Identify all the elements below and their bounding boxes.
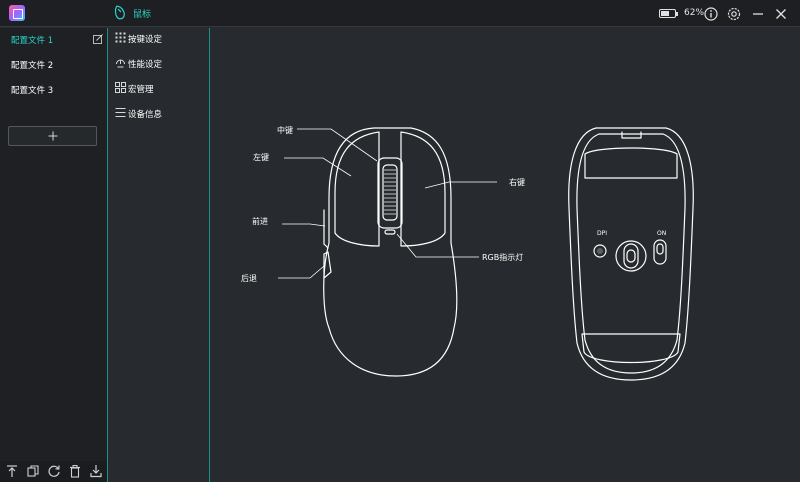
profile-toolbar <box>0 461 107 482</box>
callout-left-button: 左键 <box>253 153 269 162</box>
forward-side-button <box>323 209 329 249</box>
edit-icon[interactable] <box>93 34 103 44</box>
callout-back-button: 后退 <box>241 274 257 283</box>
import-icon[interactable] <box>89 464 103 478</box>
mouse-diagram <box>278 127 694 381</box>
export-icon[interactable] <box>5 464 19 478</box>
battery-percent: 62% <box>684 8 705 18</box>
menu-label: 设备信息 <box>128 110 163 120</box>
left-button-outline <box>334 131 380 247</box>
callout-right-button: 右键 <box>509 178 525 187</box>
main-panel: 中键 左键 右键 前进 后退 RGB指示灯 DPI ON <box>211 28 800 482</box>
front-notch <box>621 131 642 139</box>
settings-menu: 按键设定 性能设定 宏管理 设备信息 <box>108 28 210 482</box>
back-side-button <box>323 251 332 279</box>
sensor-outer <box>615 240 647 272</box>
keypad-grid-icon <box>115 32 126 43</box>
profile-label: 配置文件 3 <box>11 86 54 96</box>
delete-icon[interactable] <box>68 464 82 478</box>
profile-label: 配置文件 2 <box>11 61 54 71</box>
profile-item-2[interactable]: 配置文件 2 <box>0 53 107 78</box>
right-button-outline <box>400 131 446 247</box>
callout-rgb-indicator: RGB指示灯 <box>482 253 524 262</box>
minimize-icon <box>752 12 763 15</box>
app-logo <box>9 5 25 21</box>
list-icon <box>115 108 126 117</box>
reset-icon[interactable] <box>47 464 61 478</box>
callout-middle-button: 中键 <box>277 126 293 135</box>
info-button[interactable] <box>703 6 718 21</box>
profile-item-3[interactable]: 配置文件 3 <box>0 78 107 103</box>
scroll-wheel <box>382 164 398 221</box>
device-title[interactable]: 鼠标 <box>133 10 152 20</box>
sensor-lens <box>626 249 636 263</box>
bottom-inner-outline <box>576 133 686 374</box>
menu-item-device-info[interactable]: 设备信息 <box>108 103 209 125</box>
on-label: ON <box>657 230 667 237</box>
menu-item-key-settings[interactable]: 按键设定 <box>108 28 209 50</box>
top-skate <box>584 147 678 179</box>
macro-icon <box>115 82 126 93</box>
mouse-top-body-outline <box>323 127 458 377</box>
scroll-wheel-housing <box>377 157 403 229</box>
mouse-device-icon <box>114 5 125 20</box>
minimize-button[interactable] <box>750 6 765 21</box>
profile-sidebar: 配置文件 1 配置文件 2 配置文件 3 <box>0 28 108 482</box>
menu-item-performance[interactable]: 性能设定 <box>108 53 209 75</box>
dpi-label: DPI <box>597 230 608 237</box>
close-icon <box>775 8 786 19</box>
menu-label: 宏管理 <box>128 85 154 95</box>
info-icon <box>703 6 718 21</box>
menu-label: 性能设定 <box>128 60 163 70</box>
power-switch <box>653 239 667 265</box>
add-profile-button[interactable] <box>8 126 97 146</box>
settings-button[interactable] <box>726 6 741 21</box>
battery-icon <box>659 9 678 18</box>
callout-lines <box>278 128 497 279</box>
battery-level-fill <box>661 11 670 16</box>
rgb-indicator-led <box>384 229 396 235</box>
performance-icon <box>116 59 125 68</box>
profile-item-1[interactable]: 配置文件 1 <box>0 28 107 53</box>
mouse-bottom-body-outline <box>568 127 694 381</box>
sensor-inner <box>623 243 639 269</box>
scroll-wheel-ribs <box>384 169 396 215</box>
menu-item-macro[interactable]: 宏管理 <box>108 78 209 100</box>
menu-label: 按键设定 <box>128 35 163 45</box>
title-bar: 鼠标 62% <box>0 0 800 27</box>
copy-icon[interactable] <box>26 464 40 478</box>
close-button[interactable] <box>773 6 788 21</box>
gear-icon <box>727 7 740 20</box>
profile-label: 配置文件 1 <box>11 36 54 46</box>
dpi-button <box>593 244 607 258</box>
callout-forward-button: 前进 <box>252 217 268 226</box>
bottom-skate <box>581 333 681 364</box>
power-switch-knob <box>656 243 664 255</box>
